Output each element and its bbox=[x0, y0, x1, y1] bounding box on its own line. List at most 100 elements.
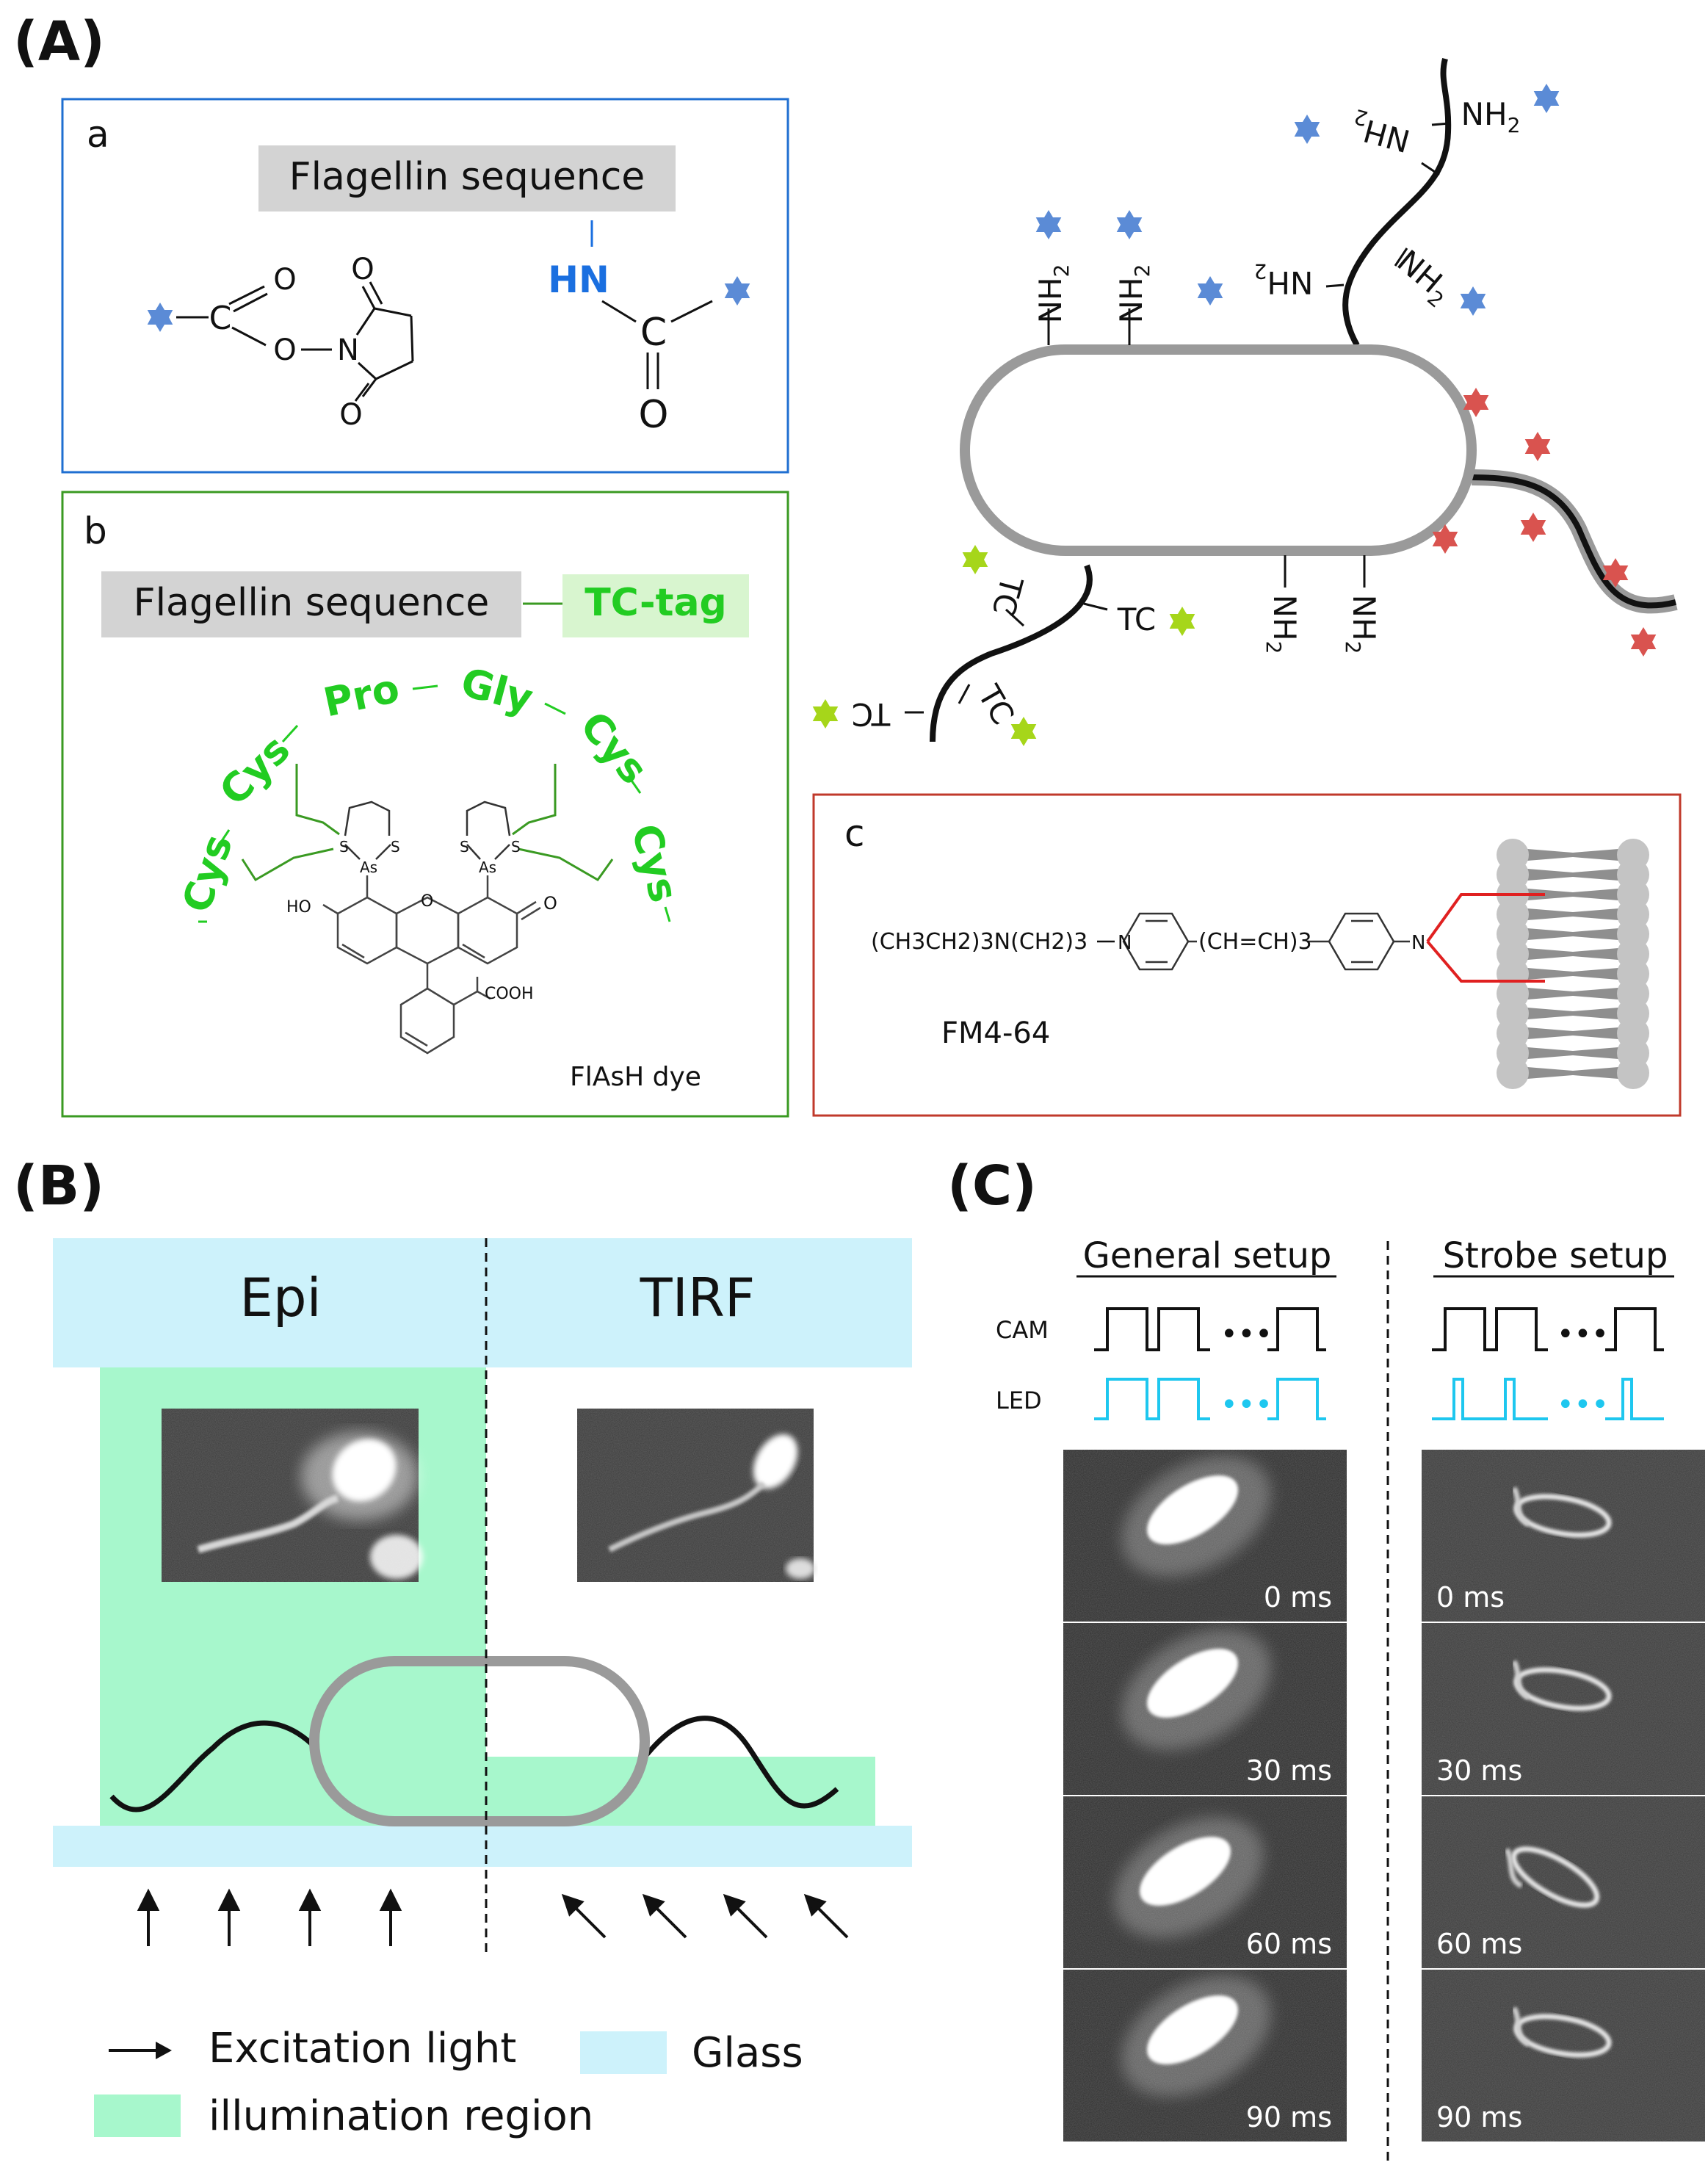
frame-time-label: 0 ms bbox=[1264, 1581, 1332, 1613]
general-setup-title: General setup bbox=[1083, 1235, 1332, 1276]
amine-label-1-nh: NH bbox=[1032, 277, 1068, 323]
carboxyl-group: COOH bbox=[485, 985, 534, 1003]
legend-illumination-swatch bbox=[94, 2094, 181, 2137]
tc-label-4: TC bbox=[852, 696, 891, 732]
tc-tag-label: TC-tag bbox=[585, 581, 727, 625]
residue-cys-1: Cys bbox=[173, 829, 242, 918]
star-green-4 bbox=[1010, 717, 1037, 746]
star-blue-3 bbox=[1197, 276, 1223, 306]
tirf-label: TIRF bbox=[640, 1267, 756, 1329]
fluorescent-flagellum bbox=[1504, 1848, 1523, 1889]
amine-label-3-nh: NH bbox=[1267, 595, 1303, 641]
legend-glass-swatch bbox=[580, 2031, 667, 2074]
lipid-bilayer bbox=[1497, 839, 1649, 1089]
amine-label-8-nh: NH bbox=[1461, 96, 1508, 132]
fm464-lipid-tails bbox=[1426, 893, 1545, 983]
epi-label: Epi bbox=[239, 1267, 321, 1329]
cam-dots-general: ••• bbox=[1220, 1318, 1273, 1351]
lipid-tail bbox=[1527, 948, 1618, 960]
fluorescent-cell-outline bbox=[1510, 1846, 1600, 1908]
amine-label-4: NH2 bbox=[1341, 595, 1382, 654]
frame-time-label: 60 ms bbox=[1246, 1928, 1332, 1960]
box-b: b Flagellin sequence TC-tag Cys Cys Pro … bbox=[61, 491, 789, 1118]
excitation-arrows bbox=[137, 1888, 849, 1946]
amine-label-2-sub: 2 bbox=[1130, 264, 1154, 278]
led-dots-strobe: ••• bbox=[1557, 1388, 1609, 1422]
legend-excitation-label: Excitation light bbox=[209, 2025, 516, 2072]
frame-time-label: 60 ms bbox=[1436, 1928, 1522, 1960]
box-a-sequence-label: Flagellin sequence bbox=[289, 155, 645, 199]
amine-label-4-nh: NH bbox=[1346, 595, 1382, 641]
fm464-amine-n: N bbox=[1411, 932, 1425, 954]
residue-cys-4: Cys bbox=[623, 819, 688, 907]
tc-label-3: TC bbox=[971, 679, 1021, 731]
arsenic-left: As bbox=[360, 859, 377, 876]
box-a-fluor-star-right bbox=[724, 276, 750, 306]
panel-b-cell bbox=[309, 1656, 650, 1826]
dithiol-s-3: S bbox=[460, 838, 469, 856]
lipid-tail bbox=[1527, 1067, 1618, 1079]
star-red-4 bbox=[1520, 513, 1546, 542]
star-red-3 bbox=[1524, 432, 1551, 461]
amide-carbon: C bbox=[640, 311, 667, 355]
led-trace-strobe bbox=[1432, 1378, 1548, 1420]
lipid-tail bbox=[1527, 1047, 1618, 1059]
frame-time-label: 90 ms bbox=[1246, 2101, 1332, 2133]
box-a-border bbox=[61, 98, 789, 474]
box-a-label: a bbox=[87, 113, 109, 156]
fm464-linker: (CH=CH)3 bbox=[1198, 929, 1312, 955]
residue-gly: Gly bbox=[456, 659, 538, 722]
strobe-frame-2: 60 ms bbox=[1422, 1796, 1705, 1968]
nhs-carbonyl-oxygen: O bbox=[273, 263, 296, 297]
star-red-6 bbox=[1630, 627, 1657, 657]
tc-label-1: TC bbox=[1117, 601, 1157, 637]
dithiol-s-4: S bbox=[511, 838, 521, 856]
amine-label-5-nh: NH bbox=[1267, 264, 1313, 300]
flash-dye-label: FlAsH dye bbox=[570, 1062, 701, 1092]
cam-trace-general-end bbox=[1267, 1307, 1326, 1351]
flagellum-top bbox=[1342, 57, 1452, 347]
general-frame-1: 30 ms bbox=[1063, 1623, 1347, 1795]
star-blue-1 bbox=[1035, 210, 1062, 239]
box-b-sequence-bg bbox=[101, 571, 521, 637]
panel-b-flagellum-left bbox=[109, 1720, 318, 1812]
nhs-carbon: C bbox=[209, 300, 232, 337]
nhs-ring-oxygen-top: O bbox=[351, 253, 374, 286]
flagellum-right bbox=[1471, 474, 1676, 609]
frame-time-label: 30 ms bbox=[1246, 1754, 1332, 1787]
led-trace-general-end bbox=[1267, 1378, 1326, 1420]
amine-label-8-sub: 2 bbox=[1508, 113, 1521, 137]
cam-trace-strobe-end bbox=[1605, 1307, 1664, 1351]
fluorescent-cell bbox=[1146, 1649, 1239, 1718]
fluorescent-cell bbox=[1146, 1995, 1239, 2064]
amine-label-5: NH2 bbox=[1254, 259, 1314, 300]
panel-label-b: (B) bbox=[13, 1154, 104, 1218]
strobe-frame-0: 0 ms bbox=[1422, 1450, 1705, 1622]
legend-arrow-head bbox=[156, 2042, 172, 2059]
cell-body bbox=[960, 344, 1477, 556]
lipid-tail bbox=[1527, 1027, 1618, 1039]
amine-label-6: NH2 bbox=[1387, 243, 1459, 313]
tirf-micrograph bbox=[577, 1409, 815, 1582]
box-a-fluor-star-left bbox=[147, 303, 173, 332]
fluorescent-flagellum bbox=[1511, 1660, 1530, 1701]
amine-label-1: NH2 bbox=[1032, 264, 1074, 324]
cam-trace-strobe bbox=[1432, 1307, 1548, 1351]
xanthene-ketone-oxygen: O bbox=[543, 893, 557, 914]
flagellum-bottom bbox=[930, 564, 1093, 742]
lipid-tail bbox=[1527, 849, 1618, 861]
led-trace-general bbox=[1094, 1378, 1210, 1420]
legend-glass-label: Glass bbox=[692, 2029, 803, 2077]
box-a-sequence-bg bbox=[258, 145, 676, 212]
star-blue-6 bbox=[1533, 84, 1560, 113]
led-dots-general: ••• bbox=[1220, 1388, 1273, 1422]
star-blue-4 bbox=[1460, 286, 1486, 316]
lipid-tail bbox=[1527, 1008, 1618, 1019]
panel-b: Epi TIRF bbox=[53, 1238, 912, 2140]
lipid-tail bbox=[1527, 889, 1618, 900]
star-green-2 bbox=[1169, 607, 1195, 636]
general-frame-3: 90 ms bbox=[1063, 1970, 1347, 2141]
box-c-label: c bbox=[844, 812, 865, 855]
amide-hn: HN bbox=[548, 259, 609, 301]
